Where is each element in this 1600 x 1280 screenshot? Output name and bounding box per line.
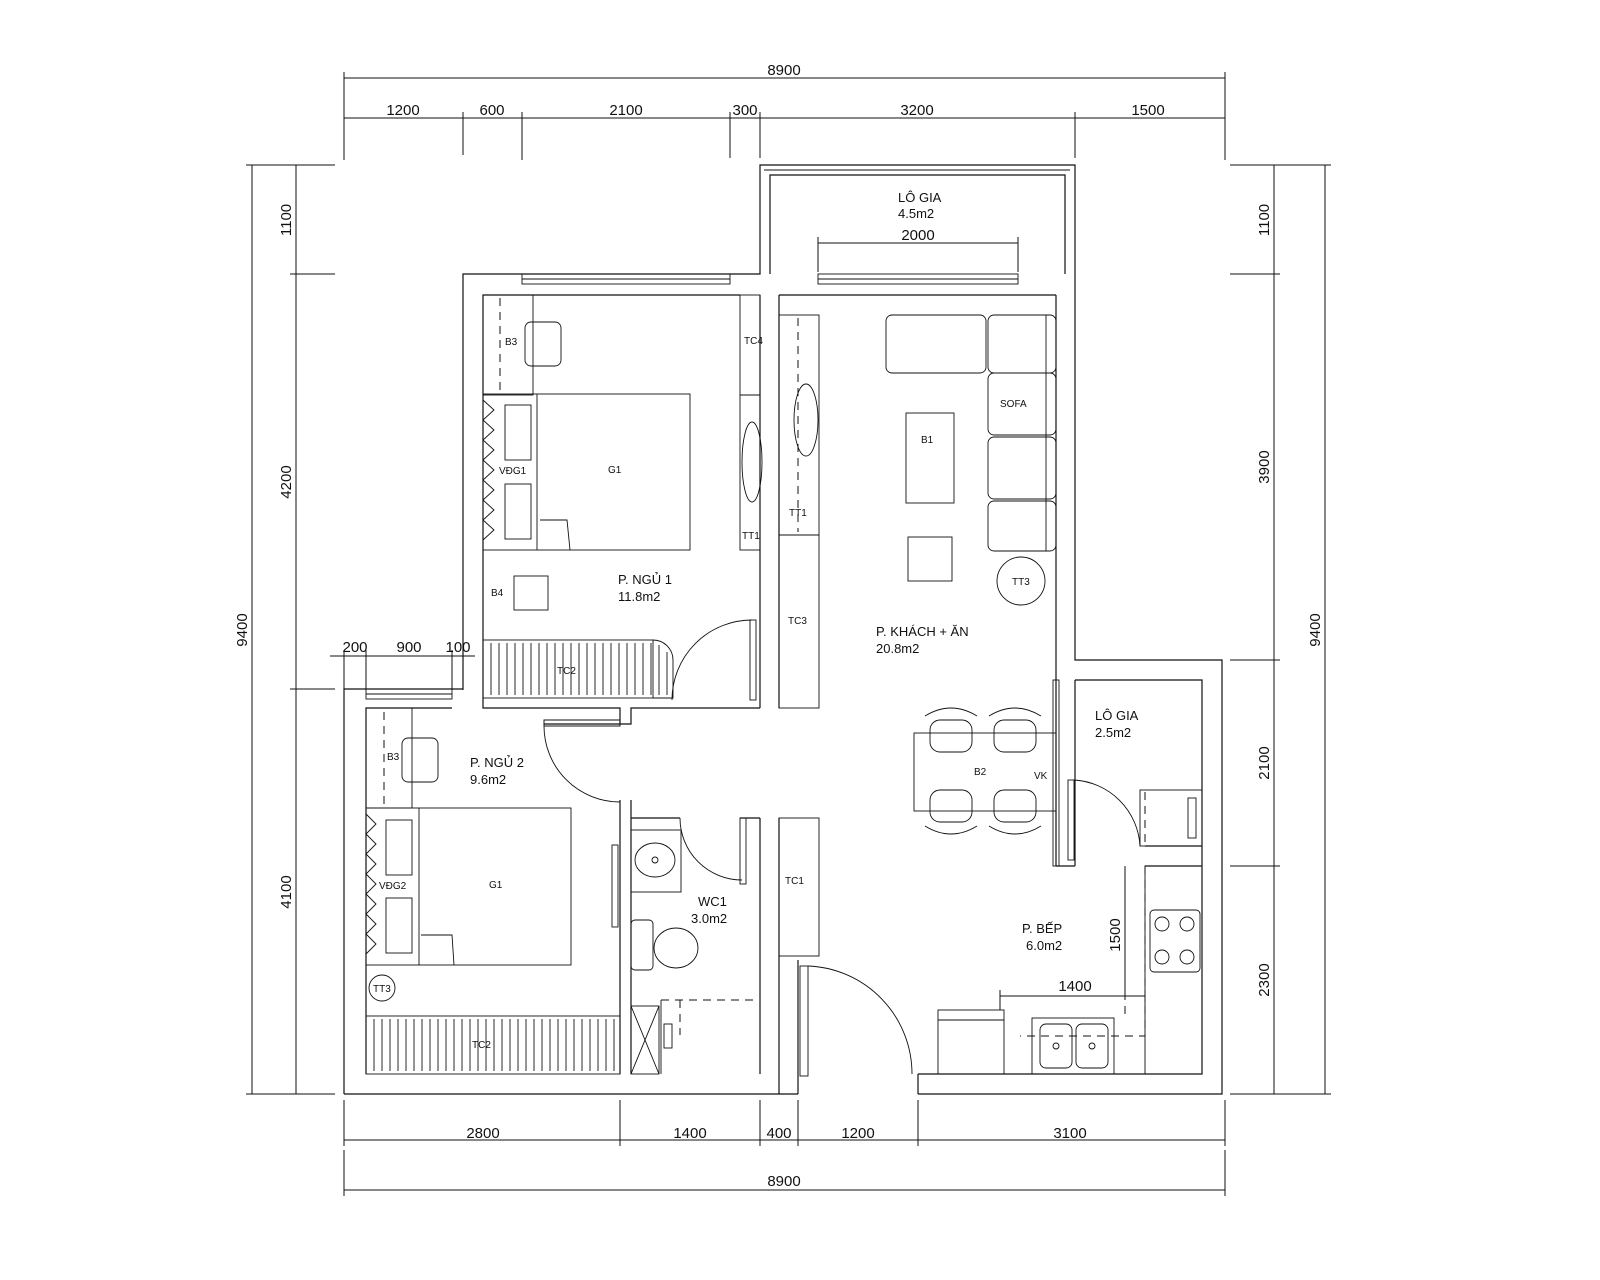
dim-top-6: 1500 [1131, 102, 1164, 119]
dim-left-sub-2: 900 [396, 639, 421, 656]
dim-left-sub-1: 200 [342, 639, 367, 656]
wc-area: 3.0m2 [691, 911, 727, 926]
tag-tt1-a: TT1 [742, 531, 760, 542]
dim-loggia-width: 2000 [901, 227, 934, 244]
dimension-lines [246, 72, 1331, 1196]
kitchen-furniture [937, 789, 1203, 1075]
dim-right-1: 1100 [1256, 204, 1273, 236]
bedroom-2-furniture [365, 707, 621, 1075]
dim-right-2: 3900 [1256, 450, 1273, 483]
loggia-1-name: LÔ GIA [898, 190, 942, 205]
dim-right-total: 9400 [1307, 613, 1324, 646]
tag-tt3-b: TT3 [373, 984, 391, 995]
tag-b3: B3 [505, 337, 518, 348]
furniture-tags: B3 TC4 VĐG1 G1 TT1 TT1 B4 TC2 TC3 SOFA B… [373, 336, 1048, 1051]
doors [543, 619, 1141, 1077]
tag-vdg1: VĐG1 [499, 466, 527, 477]
bedroom-1-furniture [482, 294, 763, 699]
dim-top-5: 3200 [900, 102, 933, 119]
kitchen-area: 6.0m2 [1026, 938, 1062, 953]
tag-tc1: TC1 [785, 876, 804, 887]
dim-bottom-1: 2800 [466, 1125, 499, 1142]
walls [343, 164, 1223, 1095]
living-name: P. KHÁCH + ĂN [876, 624, 969, 639]
wc-name: WC1 [698, 894, 727, 909]
dimension-labels: 8900 1200 600 2100 300 3200 1500 2000 94… [234, 62, 1324, 1190]
living-furniture [778, 314, 1057, 835]
dim-top-total: 8900 [767, 62, 800, 79]
bedroom-2-area: 9.6m2 [470, 772, 506, 787]
dim-top-1: 1200 [386, 102, 419, 119]
dim-right-4: 2300 [1256, 963, 1273, 996]
living-area: 20.8m2 [876, 641, 919, 656]
tag-b4: B4 [491, 588, 504, 599]
tag-vdg2: VĐG2 [379, 881, 407, 892]
dim-top-3: 2100 [609, 102, 642, 119]
tag-sofa: SOFA [1000, 399, 1027, 410]
tag-tc2-b: TC2 [472, 1040, 491, 1051]
wc-furniture [630, 817, 820, 1075]
tag-vk: VK [1034, 771, 1048, 782]
tag-g1: G1 [608, 465, 622, 476]
tag-tt3: TT3 [1012, 577, 1030, 588]
tag-tt1-b: TT1 [789, 508, 807, 519]
room-labels: LÔ GIA 4.5m2 P. NGỦ 1 11.8m2 P. KHÁCH + … [470, 190, 1139, 953]
dim-right-3: 2100 [1256, 746, 1273, 779]
dim-kitchen-h: 1400 [1058, 978, 1091, 995]
dim-bottom-2: 1400 [673, 1125, 706, 1142]
tc2-b-hatch [373, 1019, 615, 1071]
dim-bottom-5: 3100 [1053, 1125, 1086, 1142]
tag-tc4: TC4 [744, 336, 763, 347]
kitchen-name: P. BẾP [1022, 921, 1062, 936]
dim-left-2: 4200 [278, 465, 295, 498]
dim-kitchen-v: 1500 [1107, 918, 1124, 951]
tag-g1-b: G1 [489, 880, 503, 891]
dim-left-total: 9400 [234, 613, 251, 646]
dim-bottom-total: 8900 [767, 1173, 800, 1190]
dim-left-3: 4100 [278, 875, 295, 908]
loggia-2-name: LÔ GIA [1095, 708, 1139, 723]
tag-tc3: TC3 [788, 616, 807, 627]
tag-b2: B2 [974, 767, 987, 778]
loggia-1-area: 4.5m2 [898, 206, 934, 221]
tag-tc2: TC2 [557, 666, 576, 677]
tag-b1: B1 [921, 435, 934, 446]
dim-left-1: 1100 [278, 204, 295, 236]
tc2-hatch [490, 643, 668, 695]
bedroom-1-name: P. NGỦ 1 [618, 572, 672, 587]
dim-left-sub-3: 100 [445, 639, 470, 656]
bedroom-2-name: P. NGỦ 2 [470, 755, 524, 770]
dim-bottom-3: 400 [766, 1125, 791, 1142]
bedroom-1-area: 11.8m2 [618, 589, 660, 604]
tag-b3-b: B3 [387, 752, 400, 763]
dim-top-4: 300 [732, 102, 757, 119]
dim-top-2: 600 [479, 102, 504, 119]
loggia-2-area: 2.5m2 [1095, 725, 1131, 740]
dim-bottom-4: 1200 [841, 1125, 874, 1142]
